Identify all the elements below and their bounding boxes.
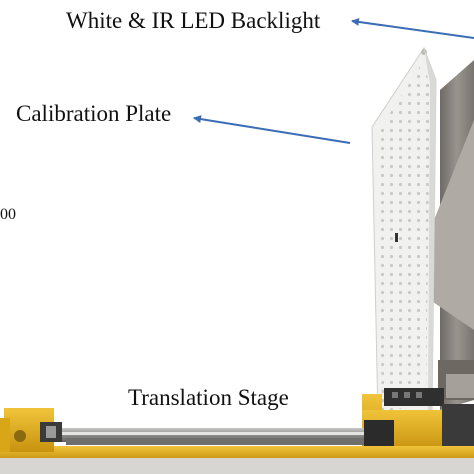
lead-screw (66, 438, 366, 445)
arrow-plate (193, 115, 351, 144)
label-calibration-plate: Calibration Plate (16, 101, 172, 126)
label-backlight: White & IR LED Backlight (66, 8, 321, 33)
label-edge-fragment: 00 (0, 206, 16, 223)
arrow-backlight (351, 18, 474, 39)
translation-stage (0, 408, 474, 474)
label-translation-stage: Translation Stage (128, 385, 289, 410)
calibration-plate (371, 46, 437, 421)
backlight-housing (430, 60, 474, 410)
